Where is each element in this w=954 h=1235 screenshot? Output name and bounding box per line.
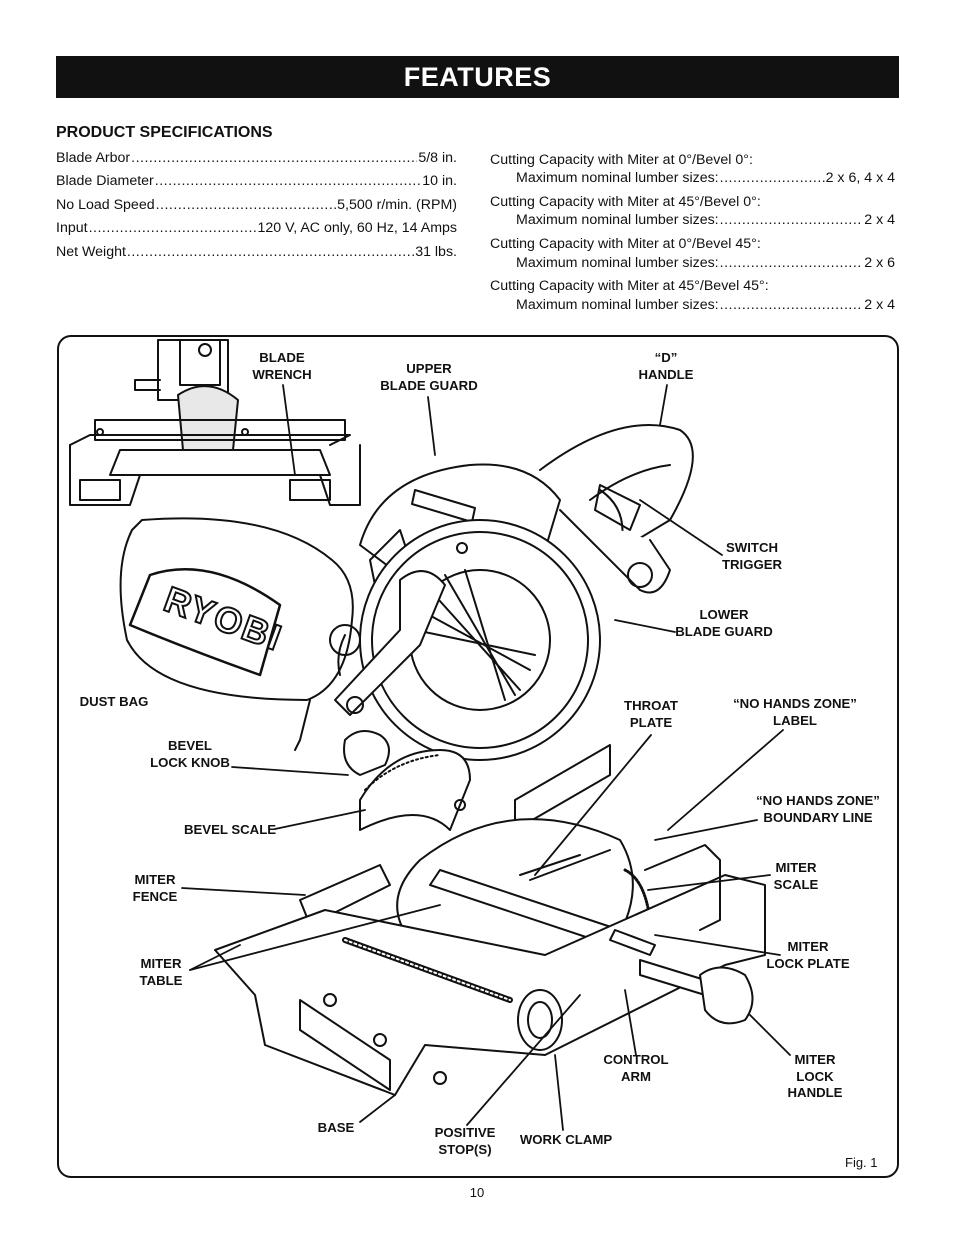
bevel-assembly bbox=[343, 730, 471, 831]
spec-row-net-weight: Net Weight 31 lbs. bbox=[56, 244, 457, 260]
spec-label: Blade Diameter bbox=[56, 173, 154, 189]
capacity-value: 2 x 4 bbox=[864, 212, 895, 228]
d-handle-and-motor bbox=[539, 424, 694, 594]
capacity-label: Maximum nominal lumber sizes: bbox=[516, 170, 719, 186]
spec-row-blade-diameter: Blade Diameter 10 in. bbox=[56, 173, 457, 189]
inset-rear-view bbox=[69, 339, 361, 506]
spec-row-input: Input 120 V, AC only, 60 Hz, 14 Amps bbox=[56, 220, 457, 236]
page-title: FEATURES bbox=[56, 56, 899, 98]
capacity-value: 2 x 4 bbox=[864, 297, 895, 313]
callout-no-hands-zone-boundary: “NO HANDS ZONE”BOUNDARY LINE bbox=[756, 793, 880, 825]
callout-dust-bag: DUST BAG bbox=[79, 694, 149, 709]
callout-leaders bbox=[181, 384, 791, 1131]
capacity-label: Maximum nominal lumber sizes: bbox=[516, 297, 719, 313]
miter-lock-handle-shape bbox=[609, 929, 754, 1025]
callout-no-hands-zone-label: “NO HANDS ZONE”LABEL bbox=[733, 696, 857, 728]
capacity-row: Maximum nominal lumber sizes: 2 x 6 bbox=[516, 255, 895, 271]
capacity-row: Maximum nominal lumber sizes: 2 x 4 bbox=[516, 297, 895, 313]
capacity-label: Maximum nominal lumber sizes: bbox=[516, 255, 719, 271]
spec-value: 5,500 r/min. (RPM) bbox=[337, 197, 457, 213]
capacity-value: 2 x 6 bbox=[864, 255, 895, 271]
capacity-heading: Cutting Capacity with Miter at 0°/Bevel … bbox=[490, 152, 753, 168]
callout-base: BASE bbox=[317, 1120, 355, 1135]
work-clamp-shape bbox=[342, 937, 563, 1051]
spec-value: 10 in. bbox=[422, 173, 457, 189]
spec-label: No Load Speed bbox=[56, 197, 155, 213]
dust-bag bbox=[119, 517, 354, 751]
spec-value: 120 V, AC only, 60 Hz, 14 Amps bbox=[257, 220, 457, 236]
capacity-label: Maximum nominal lumber sizes: bbox=[516, 212, 719, 228]
callout-work-clamp: WORK CLAMP bbox=[519, 1132, 613, 1147]
spec-value: 5/8 in. bbox=[418, 150, 457, 166]
spec-row-blade-arbor: Blade Arbor 5/8 in. bbox=[56, 150, 457, 166]
capacity-row: Maximum nominal lumber sizes: 2 x 4 bbox=[516, 212, 895, 228]
base-shape bbox=[214, 844, 766, 1096]
capacity-value: 2 x 6, 4 x 4 bbox=[825, 170, 895, 186]
capacity-row: Maximum nominal lumber sizes: 2 x 6, 4 x… bbox=[516, 170, 895, 186]
product-specifications-heading: PRODUCT SPECIFICATIONS bbox=[56, 124, 273, 141]
capacity-heading: Cutting Capacity with Miter at 0°/Bevel … bbox=[490, 236, 761, 252]
figure-caption: Fig. 1 bbox=[845, 1155, 878, 1170]
callout-d-handle: “D”HANDLE bbox=[638, 350, 694, 382]
spec-label: Input bbox=[56, 220, 88, 236]
callout-bevel-scale: BEVEL SCALE bbox=[183, 822, 277, 837]
spec-label: Blade Arbor bbox=[56, 150, 131, 166]
capacity-heading: Cutting Capacity with Miter at 45°/Bevel… bbox=[490, 278, 769, 294]
figure-frame bbox=[57, 335, 899, 1178]
spec-row-no-load-speed: No Load Speed 5,500 r/min. (RPM) bbox=[56, 197, 457, 213]
spec-value: 31 lbs. bbox=[415, 244, 457, 260]
page-number: 10 bbox=[469, 1185, 485, 1200]
spec-label: Net Weight bbox=[56, 244, 126, 260]
capacity-heading: Cutting Capacity with Miter at 45°/Bevel… bbox=[490, 194, 761, 210]
control-arm bbox=[329, 570, 446, 716]
